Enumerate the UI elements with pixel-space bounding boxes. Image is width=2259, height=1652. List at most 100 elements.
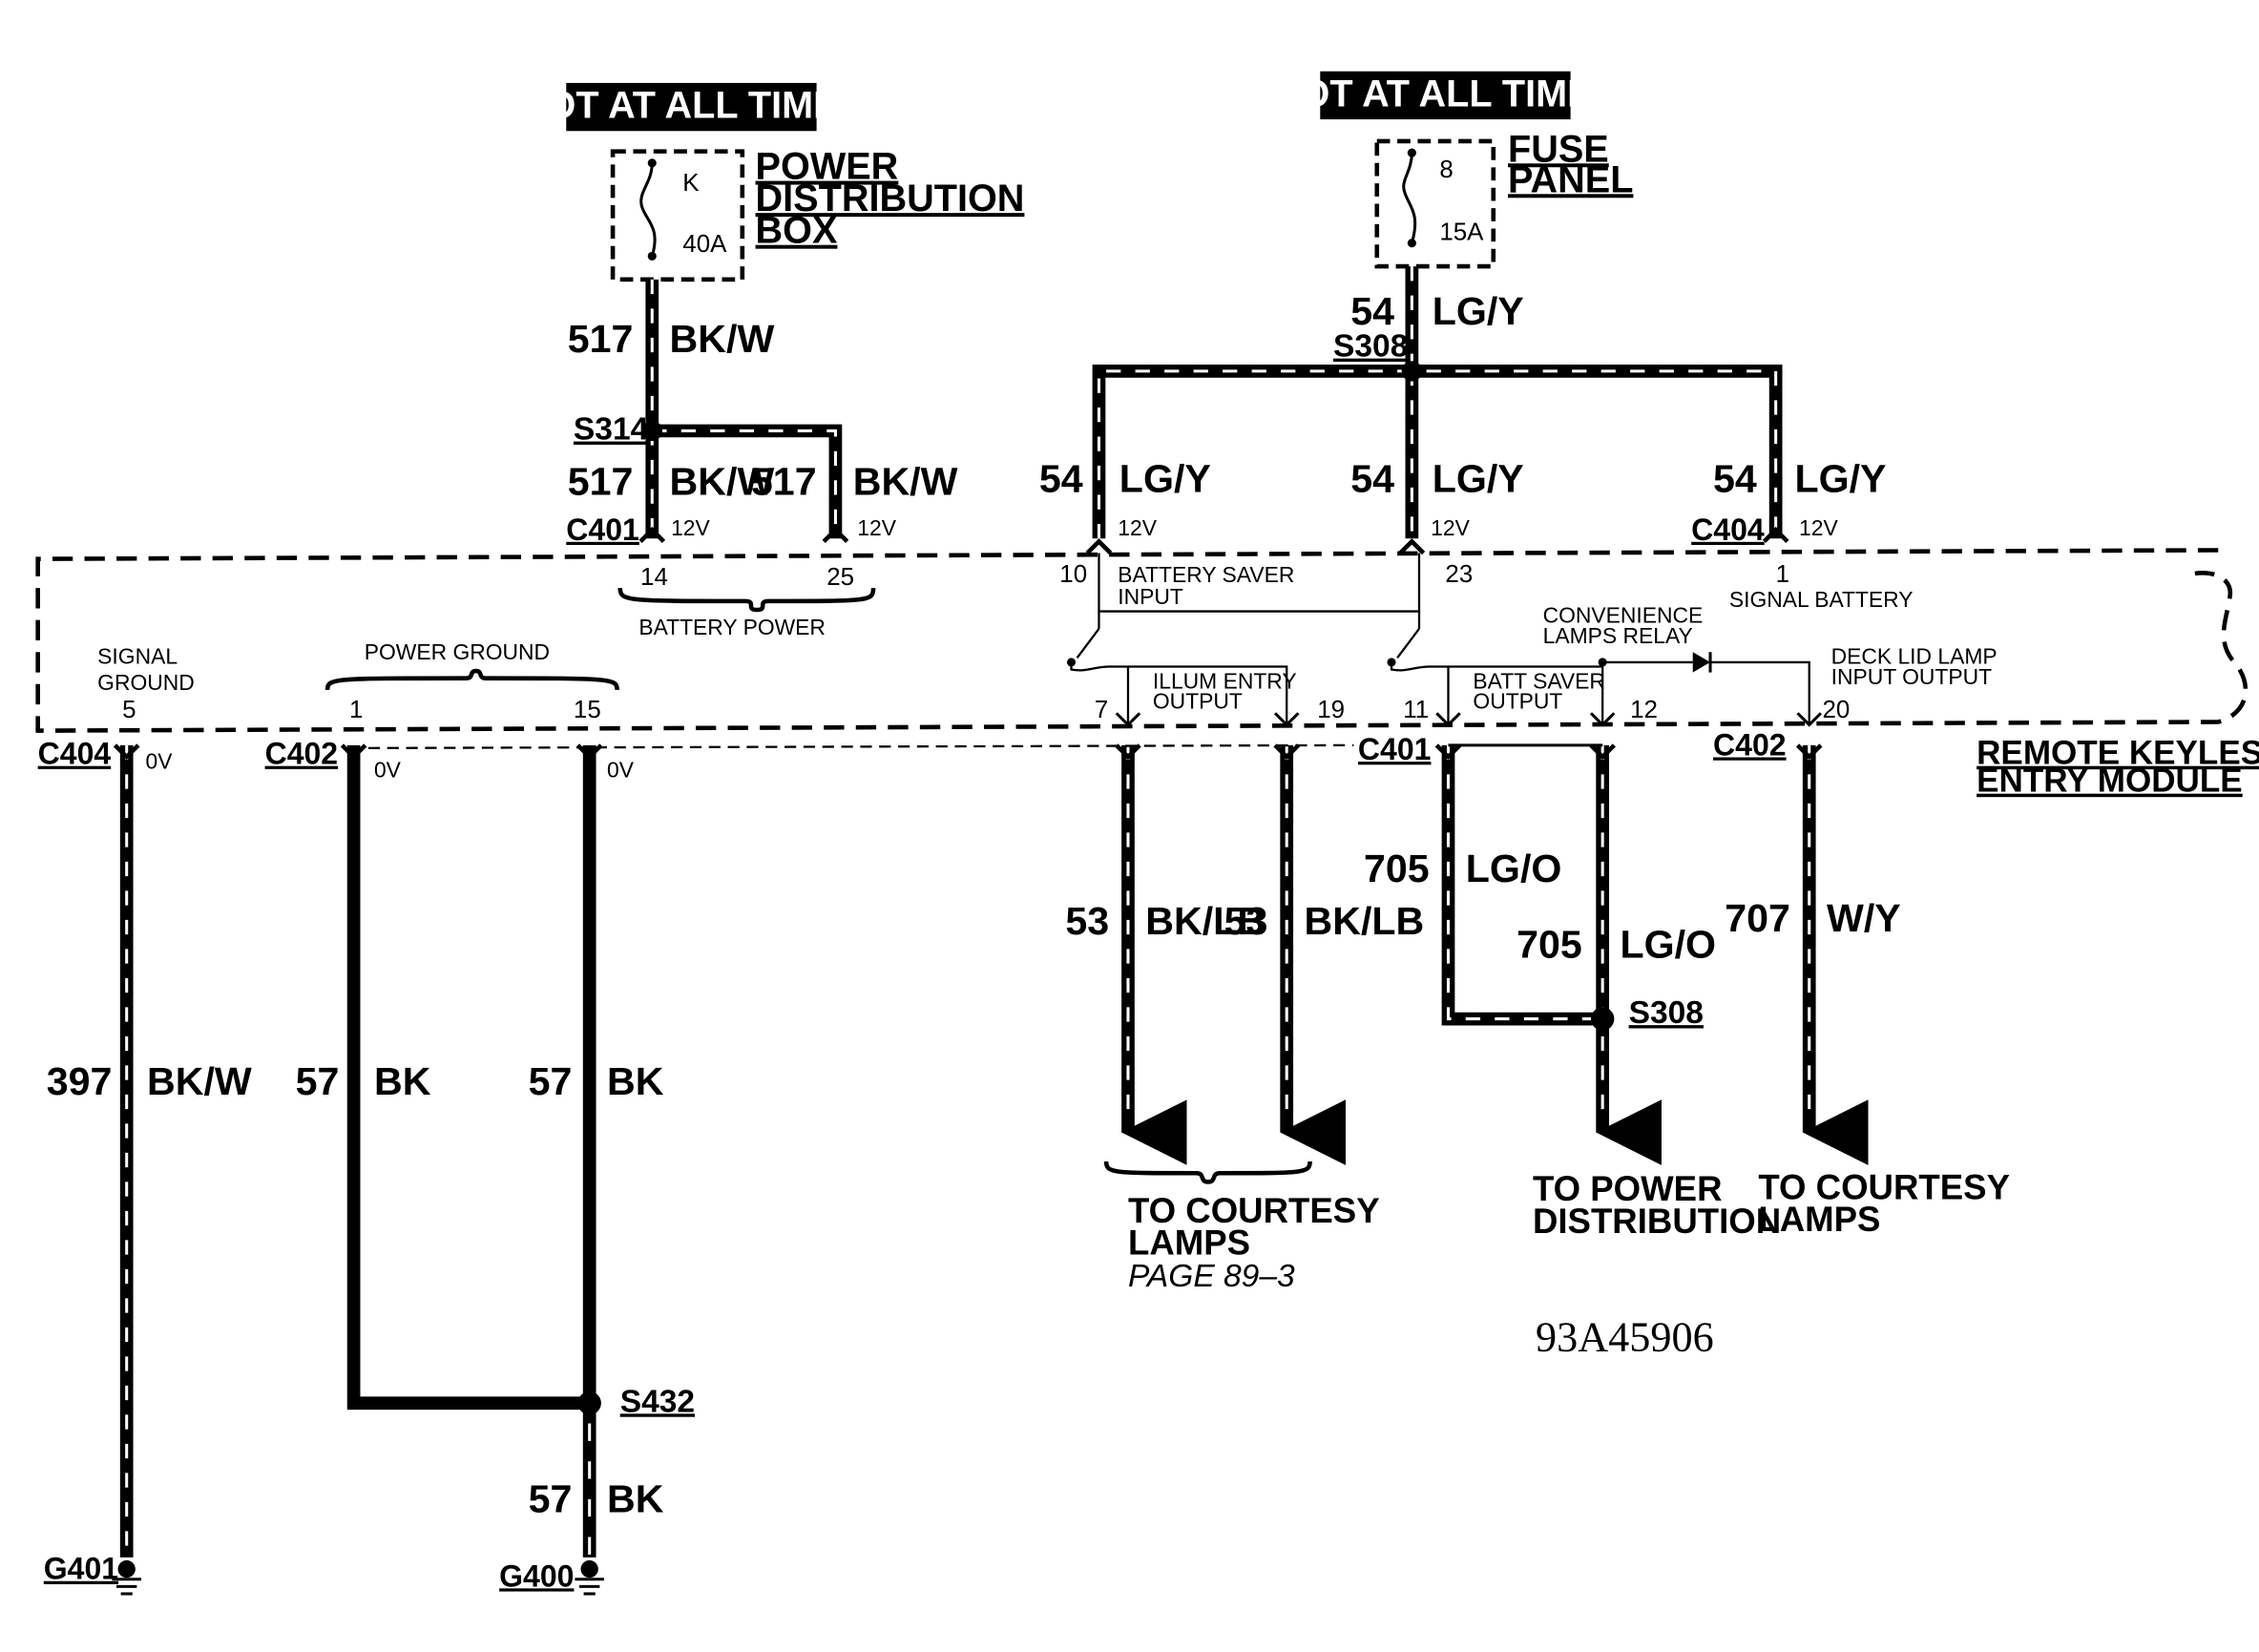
circuit-707-color: W/Y <box>1827 896 1901 940</box>
voltage-pin-1-sig: 12V <box>1799 515 1838 540</box>
ground-label-g401: G401 <box>44 1552 118 1586</box>
circuit-517-a-num: 517 <box>568 317 634 361</box>
dest-courtesy-lamps-2-line2: LAMPS <box>1758 1200 1880 1239</box>
pin-14: 14 <box>640 564 668 591</box>
ground-g400-node <box>580 1559 598 1579</box>
circuit-53-b-color: BK/LB <box>1305 899 1425 943</box>
connector-c402-left: C402 <box>265 737 339 771</box>
figure-id: 93A45906 <box>1536 1313 1714 1360</box>
label-battery-saver-input-2: INPUT <box>1118 584 1183 609</box>
label-battery-saver-input-1: BATTERY SAVER <box>1118 562 1294 587</box>
splice-s308-bottom <box>1590 1007 1615 1031</box>
pin-19: 19 <box>1317 697 1345 723</box>
circuit-54-d-num: 54 <box>1713 456 1757 500</box>
pin-10: 10 <box>1059 561 1087 588</box>
fuse-id-k: K <box>682 170 699 197</box>
circuit-57-c-num: 57 <box>529 1477 573 1521</box>
destinations: TO COURTESY LAMPS PAGE 89–3 TO POWER DIS… <box>1103 1161 2010 1294</box>
pdb-name-line1: POWER <box>756 146 899 188</box>
voltage-pin-15: 0V <box>607 757 635 782</box>
circuit-517-b-color: BK/W <box>670 460 775 504</box>
voltage-pin-5: 0V <box>146 748 174 773</box>
fuse-id-8: 8 <box>1439 157 1453 183</box>
pin-20: 20 <box>1822 697 1850 723</box>
pin-23: 23 <box>1445 561 1473 588</box>
label-illum-entry-2: OUTPUT <box>1153 689 1243 714</box>
fuse-symbol-k <box>639 162 657 257</box>
connector-c401-bottom: C401 <box>1358 732 1432 766</box>
pin-12: 12 <box>1630 697 1658 723</box>
label-deck-lid-1: DECK LID LAMP <box>1831 643 1998 668</box>
label-signal-ground-1: SIGNAL <box>97 643 178 668</box>
remote-keyless-entry-module: REMOTE KEYLESS ENTRY MODULE BATTERY POWE… <box>35 526 2259 800</box>
splice-label-s308-top: S308 <box>1333 329 1408 365</box>
voltage-pin-25: 12V <box>857 515 896 540</box>
dest-courtesy-lamps-2-line1: TO COURTESY <box>1758 1168 2010 1207</box>
circuit-54-a-color: LG/Y <box>1433 289 1524 333</box>
connector-c404-top: C404 <box>1691 512 1765 547</box>
pin-15: 15 <box>574 697 601 723</box>
circuit-57-a-color: BK <box>374 1059 431 1103</box>
splices: S314 S308 S308 S432 <box>574 329 1704 1420</box>
ground-g401-node <box>117 1559 136 1579</box>
voltage-pin-23: 12V <box>1431 515 1470 540</box>
label-batt-saver-output-2: OUTPUT <box>1473 689 1562 714</box>
label-power-ground: POWER GROUND <box>365 639 550 664</box>
fuse-panel-name-line2: PANEL <box>1508 158 1633 200</box>
circuit-53-a-color: BK/LB <box>1145 899 1265 943</box>
voltage-readings: 12V 12V 12V 12V 12V 0V 0V 0V <box>146 515 1839 782</box>
circuit-labels: 517 BK/W 517 BK/W 517 BK/W 54 LG/Y 54 LG… <box>47 289 1901 1520</box>
fuse-rating-15a: 15A <box>1439 220 1484 246</box>
dest-courtesy-lamps-page-ref: PAGE 89–3 <box>1128 1259 1295 1294</box>
label-illum-entry-1: ILLUM ENTRY <box>1153 668 1297 693</box>
circuit-517-a-color: BK/W <box>670 317 775 361</box>
power-distribution-source: HOT AT ALL TIMES K 40A POWER DISTRIBUTIO… <box>519 82 1025 282</box>
hot-banner-right <box>1320 71 1571 120</box>
circuit-705-b-num: 705 <box>1516 923 1582 967</box>
circuit-57-a-num: 57 <box>296 1059 340 1103</box>
hot-banner-right-text: HOT AT ALL TIMES <box>1273 73 1618 115</box>
circuit-54-a-num: 54 <box>1350 289 1394 333</box>
connector-c404-bottom: C404 <box>38 737 112 771</box>
circuit-54-c-color: LG/Y <box>1433 456 1524 500</box>
grounds: G401 G400 <box>44 1552 604 1596</box>
circuit-54-b-color: LG/Y <box>1119 456 1211 500</box>
circuit-707-num: 707 <box>1725 896 1790 940</box>
module-outline <box>35 548 2249 733</box>
connectors: C401 C404 C404 C402 C402 C401 <box>38 512 1823 771</box>
pin-5: 5 <box>122 697 136 723</box>
dest-courtesy-lamps-1-line2: LAMPS <box>1128 1223 1250 1263</box>
dest-courtesy-lamps-1-line1: TO COURTESY <box>1128 1191 1380 1230</box>
circuit-705-b-color: LG/O <box>1620 923 1716 967</box>
label-signal-ground-2: GROUND <box>97 670 195 695</box>
label-deck-lid-2: INPUT OUTPUT <box>1831 664 1993 689</box>
pin-1-signal-battery: 1 <box>1776 561 1789 588</box>
pdb-name-line2: DISTRIBUTION <box>756 178 1025 220</box>
power-distribution-box <box>610 149 745 282</box>
hot-banner-left <box>566 82 817 132</box>
pin-1-power-ground: 1 <box>349 697 363 723</box>
voltage-pin-14: 12V <box>671 515 710 540</box>
voltage-pin-10: 12V <box>1118 515 1157 540</box>
circuit-705-a-num: 705 <box>1364 847 1430 890</box>
hot-banner-left-text: HOT AT ALL TIMES <box>519 85 864 127</box>
ground-label-g400: G400 <box>499 1558 574 1593</box>
circuit-53-b-num: 53 <box>1224 899 1268 943</box>
pin-11: 11 <box>1403 697 1429 723</box>
module-name-line1: REMOTE KEYLESS <box>1977 735 2259 772</box>
label-convenience-relay-1: CONVENIENCE <box>1543 603 1704 628</box>
circuit-705-a-color: LG/O <box>1466 847 1562 890</box>
fuse-panel-box <box>1374 138 1496 269</box>
splice-s314 <box>641 420 662 442</box>
circuit-57-b-num: 57 <box>529 1059 573 1103</box>
wires <box>119 266 1869 1558</box>
pdb-name-line3: BOX <box>756 210 838 252</box>
splice-label-s432: S432 <box>620 1384 695 1419</box>
dest-power-distribution-line1: TO POWER <box>1533 1169 1723 1208</box>
label-battery-power: BATTERY POWER <box>638 615 826 639</box>
splice-label-s314: S314 <box>574 412 649 448</box>
circuit-517-c-color: BK/W <box>853 460 958 504</box>
fuse-panel-name-line1: FUSE <box>1508 128 1609 170</box>
splice-s432 <box>577 1391 601 1415</box>
